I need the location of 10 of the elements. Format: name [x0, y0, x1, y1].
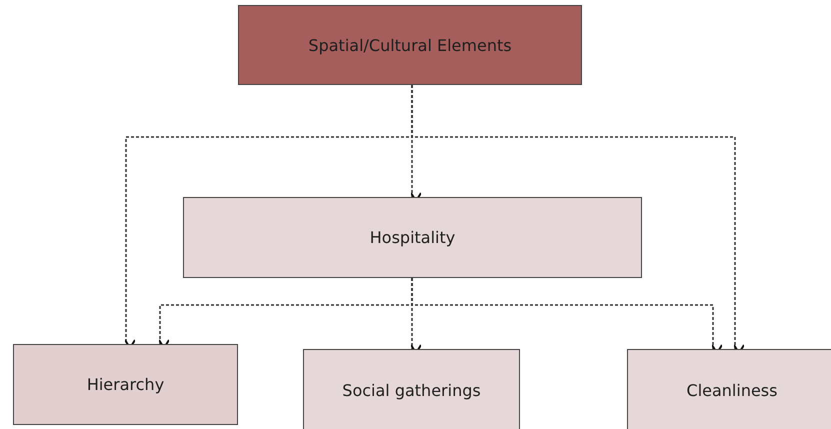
- box-label: Hierarchy: [86, 375, 166, 394]
- box-label: Spatial/Cultural Elements: [307, 36, 513, 54]
- box-label: Hospitality: [368, 228, 456, 247]
- process-box: [183, 197, 642, 278]
- process-box: [627, 349, 831, 429]
- box-label: Cleanliness: [686, 380, 778, 400]
- process-box: [238, 5, 582, 85]
- box-label: Social gatherings: [341, 380, 482, 400]
- process-box: [13, 344, 238, 425]
- process-box: [303, 349, 520, 429]
